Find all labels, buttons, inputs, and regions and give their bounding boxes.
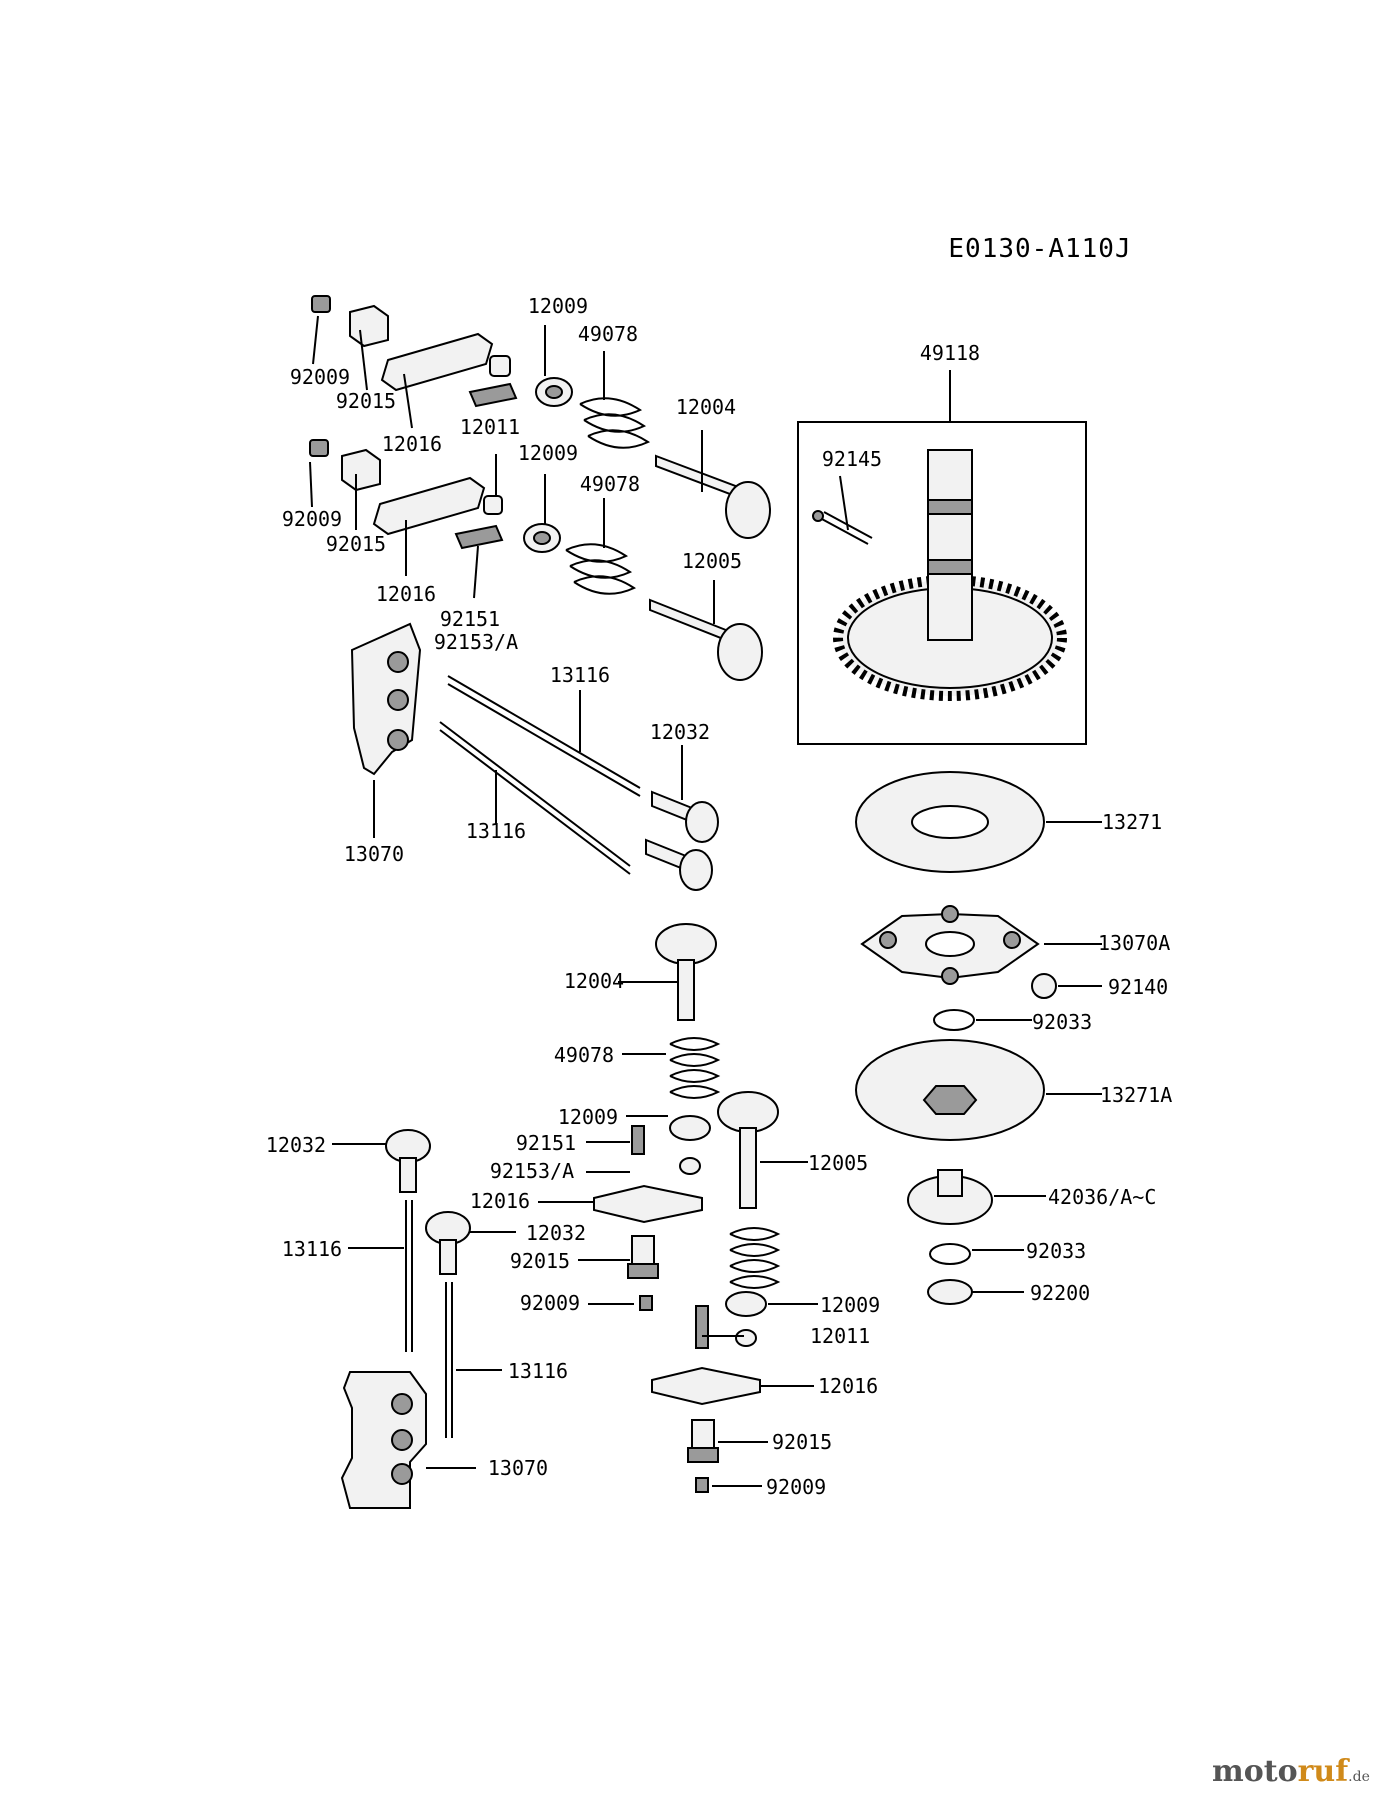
valve-lower: [649, 598, 763, 681]
part-label: 12011: [810, 1324, 870, 1348]
leader-lines: [309, 315, 1102, 1487]
part-label: 92151: [516, 1131, 576, 1155]
tappet-lower-1: [385, 1129, 431, 1193]
nut-center-2: [735, 1329, 757, 1347]
part-label: 92153/A: [490, 1159, 574, 1183]
part-label: 92145: [822, 447, 882, 471]
part-label: 49078: [578, 322, 638, 346]
valve-spring-center-2: [729, 1227, 781, 1289]
circlip-upper: [933, 1009, 975, 1031]
part-label: 13070: [488, 1456, 548, 1480]
part-label: 13271A: [1100, 1083, 1172, 1107]
part-label: 12016: [382, 432, 442, 456]
spring-pin: [812, 510, 873, 545]
rocker-center-1: [593, 1184, 703, 1224]
part-label: 12011: [460, 415, 520, 439]
part-label: 12016: [818, 1374, 878, 1398]
breather-plate-lower: [340, 1371, 427, 1509]
part-label: 49078: [554, 1043, 614, 1067]
stud-center-1: [631, 1125, 645, 1155]
part-label: 13116: [466, 819, 526, 843]
part-label: 92009: [282, 507, 342, 531]
locknut-center-2: [695, 1477, 709, 1493]
washer-plate: [855, 771, 1045, 873]
push-rod-upper-2: [439, 721, 631, 867]
part-label: 12016: [470, 1189, 530, 1213]
camshaft-assembly-box: [797, 421, 1087, 745]
valve-spring-center-1: [669, 1037, 721, 1099]
part-label: 92033: [1026, 1239, 1086, 1263]
governor-holder: [860, 905, 1040, 985]
circlip-lower: [929, 1243, 971, 1265]
valve-upper: [655, 454, 771, 539]
valve-lower-center-2: [717, 1091, 779, 1209]
part-label: 92153/A: [434, 630, 518, 654]
retainer-center-2: [725, 1291, 767, 1317]
part-label: 92009: [290, 365, 350, 389]
part-label: 13116: [282, 1237, 342, 1261]
breather-plate-upper: [350, 622, 422, 776]
push-rod-upper-1: [447, 675, 641, 789]
part-label: 49118: [920, 341, 980, 365]
nut-center-1: [679, 1157, 701, 1175]
part-label: 12032: [526, 1221, 586, 1245]
valve-spring-upper: [535, 377, 651, 449]
part-label: 92015: [336, 389, 396, 413]
part-label: 92015: [772, 1430, 832, 1454]
part-label: 12005: [808, 1151, 868, 1175]
tappet-lower-2: [425, 1211, 471, 1275]
diagram-code: E0130-A110J: [948, 234, 1131, 264]
part-label: 12004: [564, 969, 624, 993]
part-label: 92151: [440, 607, 500, 631]
part-label: 92033: [1032, 1010, 1092, 1034]
valve-lower-center-1: [655, 923, 717, 1021]
part-label: 12032: [650, 720, 710, 744]
rocker-center-2: [651, 1366, 761, 1406]
part-label: 12009: [820, 1293, 880, 1317]
part-label: 42036/A~C: [1048, 1185, 1156, 1209]
steel-ball: [1031, 973, 1057, 999]
tappet-upper-2: [645, 838, 713, 891]
adjuster-center-2: [687, 1419, 719, 1463]
governor-gear: [907, 1169, 993, 1225]
part-label: 12009: [528, 294, 588, 318]
part-label: 92015: [510, 1249, 570, 1273]
part-label: 92200: [1030, 1281, 1090, 1305]
part-label: 92009: [766, 1475, 826, 1499]
part-label: 49078: [580, 472, 640, 496]
part-label: 92009: [520, 1291, 580, 1315]
rocker-arm-lower: [309, 439, 504, 550]
stud-center-2: [695, 1305, 709, 1349]
part-label: 92140: [1108, 975, 1168, 999]
part-label: 12032: [266, 1133, 326, 1157]
part-label: 13116: [550, 663, 610, 687]
gear-plate: [855, 1039, 1045, 1141]
rocker-arm-upper: [311, 295, 518, 408]
part-label: 12009: [518, 441, 578, 465]
tappet-upper-1: [651, 790, 719, 843]
part-label: 13116: [508, 1359, 568, 1383]
part-label: 12016: [376, 582, 436, 606]
camshaft-gear: [833, 449, 1067, 701]
part-label: 13070A: [1098, 931, 1170, 955]
part-label: 92015: [326, 532, 386, 556]
part-label: 12009: [558, 1105, 618, 1129]
svg-text:motoruf.de: motoruf.de: [1212, 1754, 1370, 1789]
part-label: 12005: [682, 549, 742, 573]
part-label: 13271: [1102, 810, 1162, 834]
washer-lower: [927, 1279, 973, 1305]
adjuster-center-1: [627, 1235, 659, 1279]
watermark-logo: motoruf.de: [1212, 1754, 1370, 1789]
part-label: 12004: [676, 395, 736, 419]
valve-spring-lower: [523, 523, 637, 595]
locknut-center-1: [639, 1295, 653, 1311]
part-label: 13070: [344, 842, 404, 866]
retainer-center-1: [669, 1115, 711, 1141]
